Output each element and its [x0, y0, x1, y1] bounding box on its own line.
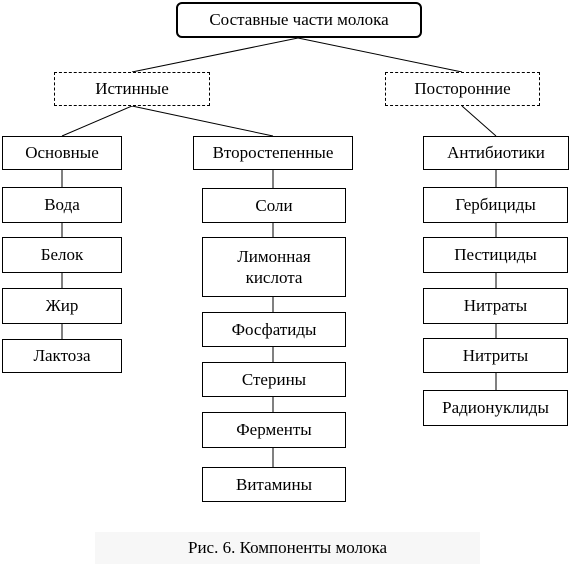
- secondary-item: Витамины: [202, 467, 346, 502]
- connector-root-true: [131, 37, 299, 73]
- secondary-item: Соли: [202, 188, 346, 223]
- main-item-label: Белок: [40, 245, 84, 265]
- foreign-item-label: Гербициды: [455, 195, 536, 215]
- connector-true-secondary: [131, 105, 274, 137]
- category-main: Основные: [2, 136, 122, 170]
- group-true-parts-label: Истинные: [95, 79, 169, 99]
- secondary-item-label: Ферменты: [236, 420, 312, 440]
- foreign-item-label: Нитриты: [462, 345, 529, 365]
- group-foreign-label: Посторонние: [414, 79, 511, 99]
- foreign-item: Нитриты: [423, 338, 568, 373]
- foreign-item: Гербициды: [423, 187, 568, 223]
- secondary-item-label: Стерины: [241, 369, 307, 389]
- secondary-item: Стерины: [202, 362, 346, 397]
- main-item-label: Вода: [44, 195, 80, 215]
- main-item-label: Жир: [45, 296, 79, 316]
- secondary-item-label: Фосфатиды: [231, 319, 317, 339]
- foreign-item: Нитраты: [423, 288, 568, 324]
- category-antibiotics: Антибиотики: [423, 136, 569, 170]
- category-secondary: Второстепенные: [193, 136, 353, 170]
- main-item-label: Лактоза: [33, 346, 91, 366]
- group-foreign: Посторонние: [385, 72, 540, 106]
- foreign-item: Радионуклиды: [423, 390, 568, 426]
- group-true-parts: Истинные: [54, 72, 210, 106]
- connector-root-foreign: [297, 37, 463, 73]
- foreign-item-label: Нитраты: [463, 296, 528, 316]
- secondary-item-label: Лимонная кислота: [237, 246, 311, 287]
- connector-foreign-antibiotics: [461, 105, 497, 137]
- main-item: Лактоза: [2, 339, 122, 373]
- secondary-item-label: Витамины: [236, 474, 312, 494]
- main-item: Вода: [2, 187, 122, 223]
- category-secondary-label: Второстепенные: [212, 143, 334, 163]
- foreign-item: Пестициды: [423, 237, 568, 273]
- category-antibiotics-label: Антибиотики: [447, 143, 545, 163]
- foreign-item-label: Радионуклиды: [442, 398, 549, 418]
- root-label: Составные части молока: [209, 10, 389, 30]
- secondary-item-label: Соли: [255, 195, 293, 215]
- main-item: Белок: [2, 237, 122, 273]
- figure-caption: Рис. 6. Компоненты молока: [95, 532, 480, 564]
- connector-true-main: [61, 105, 133, 137]
- category-main-label: Основные: [25, 143, 99, 163]
- secondary-item: Ферменты: [202, 412, 346, 448]
- main-item: Жир: [2, 288, 122, 324]
- foreign-item-label: Пестициды: [454, 245, 537, 265]
- root-node: Составные части молока: [176, 2, 422, 38]
- secondary-item: Лимонная кислота: [202, 237, 346, 297]
- secondary-item: Фосфатиды: [202, 312, 346, 347]
- figure-caption-text: Рис. 6. Компоненты молока: [187, 538, 388, 557]
